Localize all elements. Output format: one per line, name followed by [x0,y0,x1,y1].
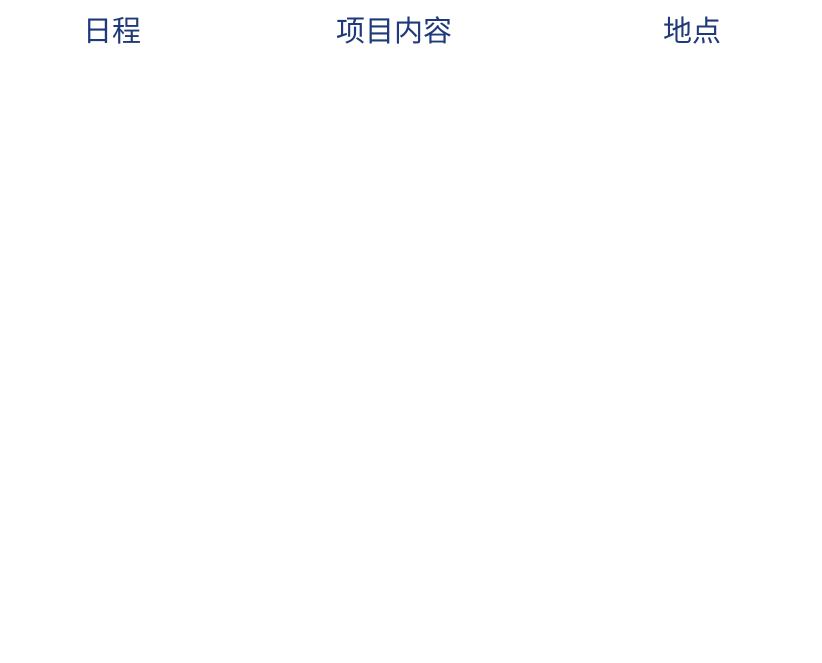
table-body [0,62,822,663]
column-header-content: 项目内容 [335,14,453,48]
table-header-row: 日程 项目内容 地点 [0,0,822,62]
column-header-schedule: 日程 [82,14,142,48]
column-header-location: 地点 [662,14,722,48]
